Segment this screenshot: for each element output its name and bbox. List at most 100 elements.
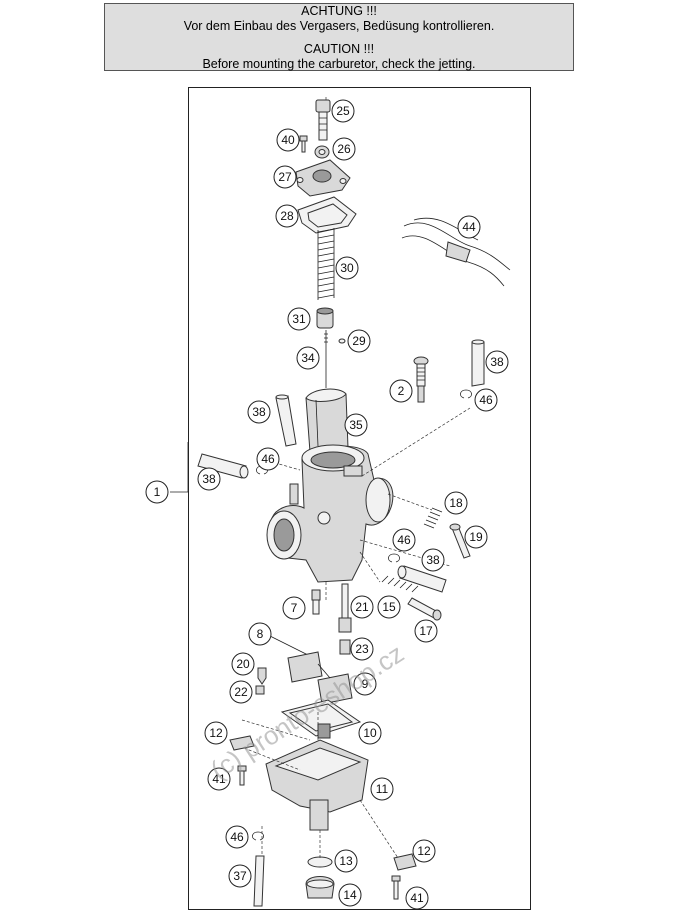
callout-23: 23: [350, 637, 374, 661]
callout-38a: 38: [247, 400, 271, 424]
part-8-pin: [269, 635, 311, 657]
part-12-bracket-a: [229, 735, 255, 751]
part-41-screw-a: [237, 765, 247, 786]
svg-text:44: 44: [462, 220, 476, 234]
callout-14: 14: [338, 883, 362, 907]
part-11-float-bowl: [265, 723, 369, 831]
callout-22: 22: [229, 680, 253, 704]
callout-12b: 12: [412, 839, 436, 863]
svg-text:46: 46: [479, 393, 493, 407]
part-7-jet: [311, 589, 321, 615]
callout-46a: 46: [474, 388, 498, 412]
callout-34: 34: [296, 346, 320, 370]
part-46-clip-d: [252, 831, 264, 841]
notice-de-text: Vor dem Einbau des Vergasers, Bedüsung k…: [183, 19, 495, 33]
svg-text:9: 9: [362, 677, 369, 691]
callout-46b: 46: [256, 447, 280, 471]
notice-de-title: ACHTUNG !!!: [301, 4, 377, 18]
part-35-slide: [305, 388, 349, 453]
svg-text:11: 11: [376, 782, 389, 796]
callout-20: 20: [231, 652, 255, 676]
part-12-bracket-b: [393, 853, 417, 871]
callout-31: 31: [287, 307, 311, 331]
part-46-clip-a: [460, 389, 472, 399]
part-37-hose: [253, 855, 265, 907]
callout-21: 21: [350, 595, 374, 619]
part-38-hose-c: [471, 339, 485, 387]
part-41-screw-b: [391, 875, 401, 900]
part-15-spring: [381, 575, 419, 593]
svg-text:38: 38: [202, 472, 216, 486]
assembly-frame: [188, 87, 531, 910]
callout-38d: 38: [421, 548, 445, 572]
callout-15: 15: [377, 595, 401, 619]
part-34-needle: [324, 330, 328, 388]
svg-text:2: 2: [398, 384, 405, 398]
callout-18: 18: [444, 491, 468, 515]
part-29-clip: [338, 338, 346, 344]
callout-28: 28: [275, 204, 299, 228]
svg-text:25: 25: [336, 104, 350, 118]
svg-text:20: 20: [236, 657, 250, 671]
part-26-nut: [314, 145, 330, 159]
part-44-hose: [401, 217, 511, 287]
part-21-needle-jet: [338, 583, 352, 633]
part-30-spring: [317, 228, 335, 300]
svg-text:1: 1: [154, 485, 161, 499]
notice-en-text: Before mounting the carburetor, check th…: [202, 57, 476, 71]
svg-text:26: 26: [337, 142, 351, 156]
callout-8: 8: [248, 622, 272, 646]
callout-2: 2: [389, 379, 413, 403]
svg-text:7: 7: [291, 601, 298, 615]
svg-text:17: 17: [419, 624, 433, 638]
part-38-hose-b: [197, 453, 249, 479]
svg-text:41: 41: [410, 891, 424, 905]
part-28-gasket: [297, 196, 357, 234]
svg-text:22: 22: [234, 685, 248, 699]
callout-19: 19: [464, 525, 488, 549]
svg-text:19: 19: [469, 530, 483, 544]
svg-text:15: 15: [382, 600, 396, 614]
svg-text:13: 13: [339, 854, 353, 868]
svg-text:30: 30: [340, 261, 354, 275]
svg-text:46: 46: [230, 830, 244, 844]
svg-text:31: 31: [292, 312, 306, 326]
callout-30: 30: [335, 256, 359, 280]
callout-38c: 38: [485, 350, 509, 374]
callout-38b: 38: [197, 467, 221, 491]
svg-text:40: 40: [281, 133, 295, 147]
svg-text:21: 21: [355, 600, 369, 614]
part-2-air-screw: [413, 356, 429, 403]
svg-text:38: 38: [426, 553, 440, 567]
callout-17: 17: [414, 619, 438, 643]
svg-text:41: 41: [212, 772, 226, 786]
part-18-spring: [423, 507, 443, 529]
part-38-hose-a: [275, 394, 297, 447]
callout-41b: 41: [405, 886, 429, 910]
assembly-lines: [170, 96, 471, 859]
svg-text:18: 18: [449, 496, 463, 510]
part-14-plug: [305, 876, 335, 899]
part-23-main-jet: [339, 639, 351, 655]
callout-46d: 46: [225, 825, 249, 849]
callout-27: 27: [273, 165, 297, 189]
svg-text:27: 27: [278, 170, 292, 184]
svg-text:38: 38: [252, 405, 266, 419]
callout-40: 40: [276, 128, 300, 152]
part-25-cap: [315, 99, 331, 141]
callout-1: 1: [145, 480, 169, 504]
part-22-seat: [255, 685, 265, 695]
svg-text:28: 28: [280, 209, 294, 223]
part-17-screw: [407, 597, 442, 621]
part-9-float: [287, 651, 353, 705]
caution-notice: ACHTUNG !!! Vor dem Einbau des Vergasers…: [104, 3, 574, 71]
svg-text:12: 12: [417, 844, 431, 858]
callout-13: 13: [334, 849, 358, 873]
callout-46c: 46: [392, 528, 416, 552]
callout-26: 26: [332, 137, 356, 161]
notice-en-title: CAUTION !!!: [303, 42, 375, 56]
svg-text:34: 34: [301, 351, 315, 365]
callout-37: 37: [228, 864, 252, 888]
part-40-screw: [299, 135, 308, 153]
